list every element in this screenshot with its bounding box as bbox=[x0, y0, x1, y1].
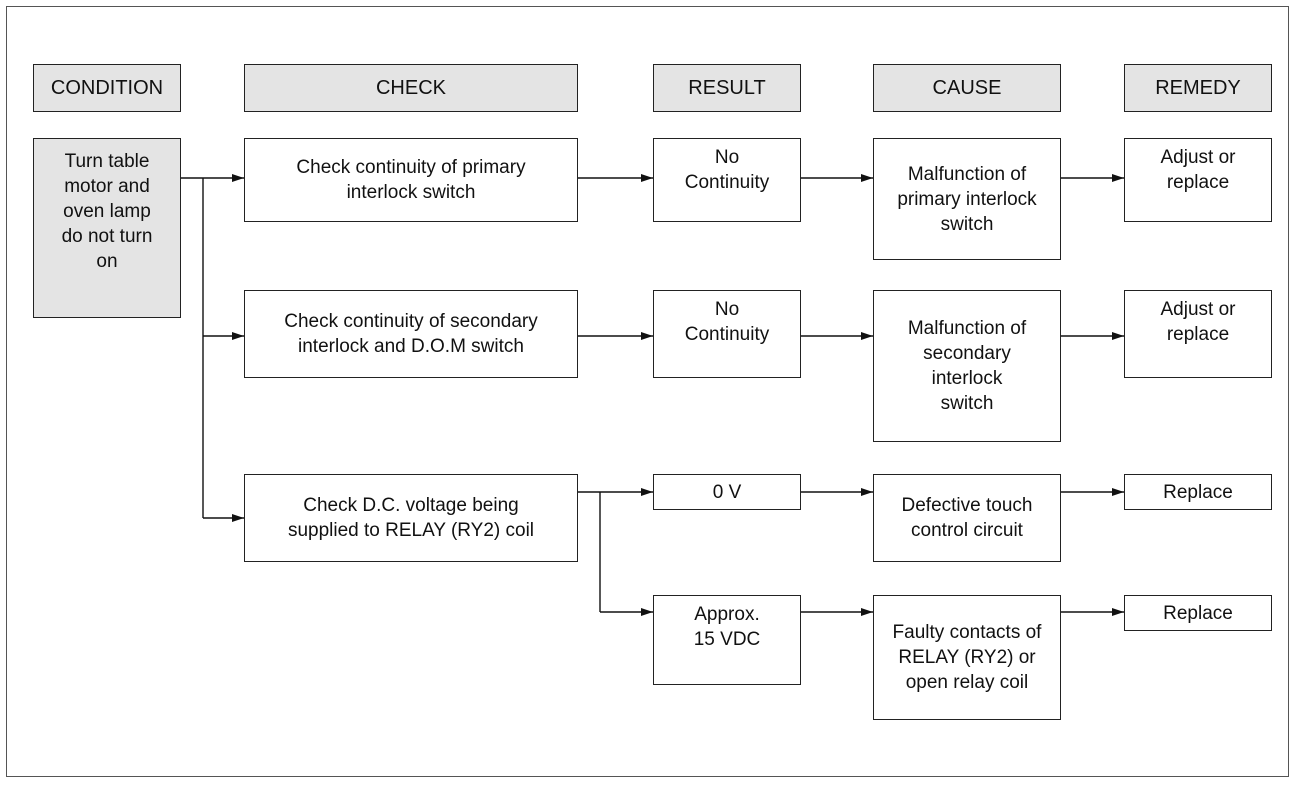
check-text-2: Check continuity of secondary interlock … bbox=[284, 311, 538, 357]
check-box-2: Check continuity of secondary interlock … bbox=[244, 290, 578, 378]
header-condition: CONDITION bbox=[33, 64, 181, 112]
cause-text-3a: Defective touch control circuit bbox=[901, 495, 1033, 541]
remedy-box-2: Adjust or replace bbox=[1124, 290, 1272, 378]
check-text-1: Check continuity of primary interlock sw… bbox=[296, 157, 526, 203]
header-remedy-label: REMEDY bbox=[1155, 76, 1241, 99]
remedy-text-3b: Replace bbox=[1163, 602, 1233, 624]
cause-box-2: Malfunction of secondary interlock switc… bbox=[873, 290, 1061, 442]
header-check: CHECK bbox=[244, 64, 578, 112]
result-text-2: No Continuity bbox=[684, 299, 770, 345]
header-remedy: REMEDY bbox=[1124, 64, 1272, 112]
result-box-2: No Continuity bbox=[653, 290, 801, 378]
header-result: RESULT bbox=[653, 64, 801, 112]
check-box-1: Check continuity of primary interlock sw… bbox=[244, 138, 578, 222]
cause-text-2: Malfunction of secondary interlock switc… bbox=[907, 318, 1027, 414]
result-text-3a: 0 V bbox=[712, 481, 742, 503]
header-condition-label: CONDITION bbox=[50, 76, 164, 99]
result-text-3b: Approx. 15 VDC bbox=[693, 604, 761, 650]
header-cause: CAUSE bbox=[873, 64, 1061, 112]
remedy-box-3b: Replace bbox=[1124, 595, 1272, 631]
cause-box-3b: Faulty contacts of RELAY (RY2) or open r… bbox=[873, 595, 1061, 720]
cause-text-3b: Faulty contacts of RELAY (RY2) or open r… bbox=[892, 622, 1042, 693]
result-box-1: No Continuity bbox=[653, 138, 801, 222]
remedy-text-1: Adjust or replace bbox=[1160, 147, 1236, 193]
cause-text-1: Malfunction of primary interlock switch bbox=[897, 163, 1037, 235]
condition-text: Turn table motor and oven lamp do not tu… bbox=[61, 151, 153, 272]
remedy-box-1: Adjust or replace bbox=[1124, 138, 1272, 222]
result-box-3a: 0 V bbox=[653, 474, 801, 510]
check-box-3: Check D.C. voltage being supplied to REL… bbox=[244, 474, 578, 562]
header-result-label: RESULT bbox=[688, 76, 766, 99]
remedy-text-2: Adjust or replace bbox=[1160, 299, 1236, 345]
header-check-label: CHECK bbox=[375, 76, 446, 99]
remedy-box-3a: Replace bbox=[1124, 474, 1272, 510]
cause-box-1: Malfunction of primary interlock switch bbox=[873, 138, 1061, 260]
diagram-frame bbox=[6, 6, 1289, 777]
check-text-3: Check D.C. voltage being supplied to REL… bbox=[287, 495, 535, 541]
result-text-1: No Continuity bbox=[684, 147, 770, 193]
header-cause-label: CAUSE bbox=[932, 76, 1002, 99]
condition-box: Turn table motor and oven lamp do not tu… bbox=[33, 138, 181, 318]
remedy-text-3a: Replace bbox=[1163, 481, 1233, 503]
cause-box-3a: Defective touch control circuit bbox=[873, 474, 1061, 562]
result-box-3b: Approx. 15 VDC bbox=[653, 595, 801, 685]
